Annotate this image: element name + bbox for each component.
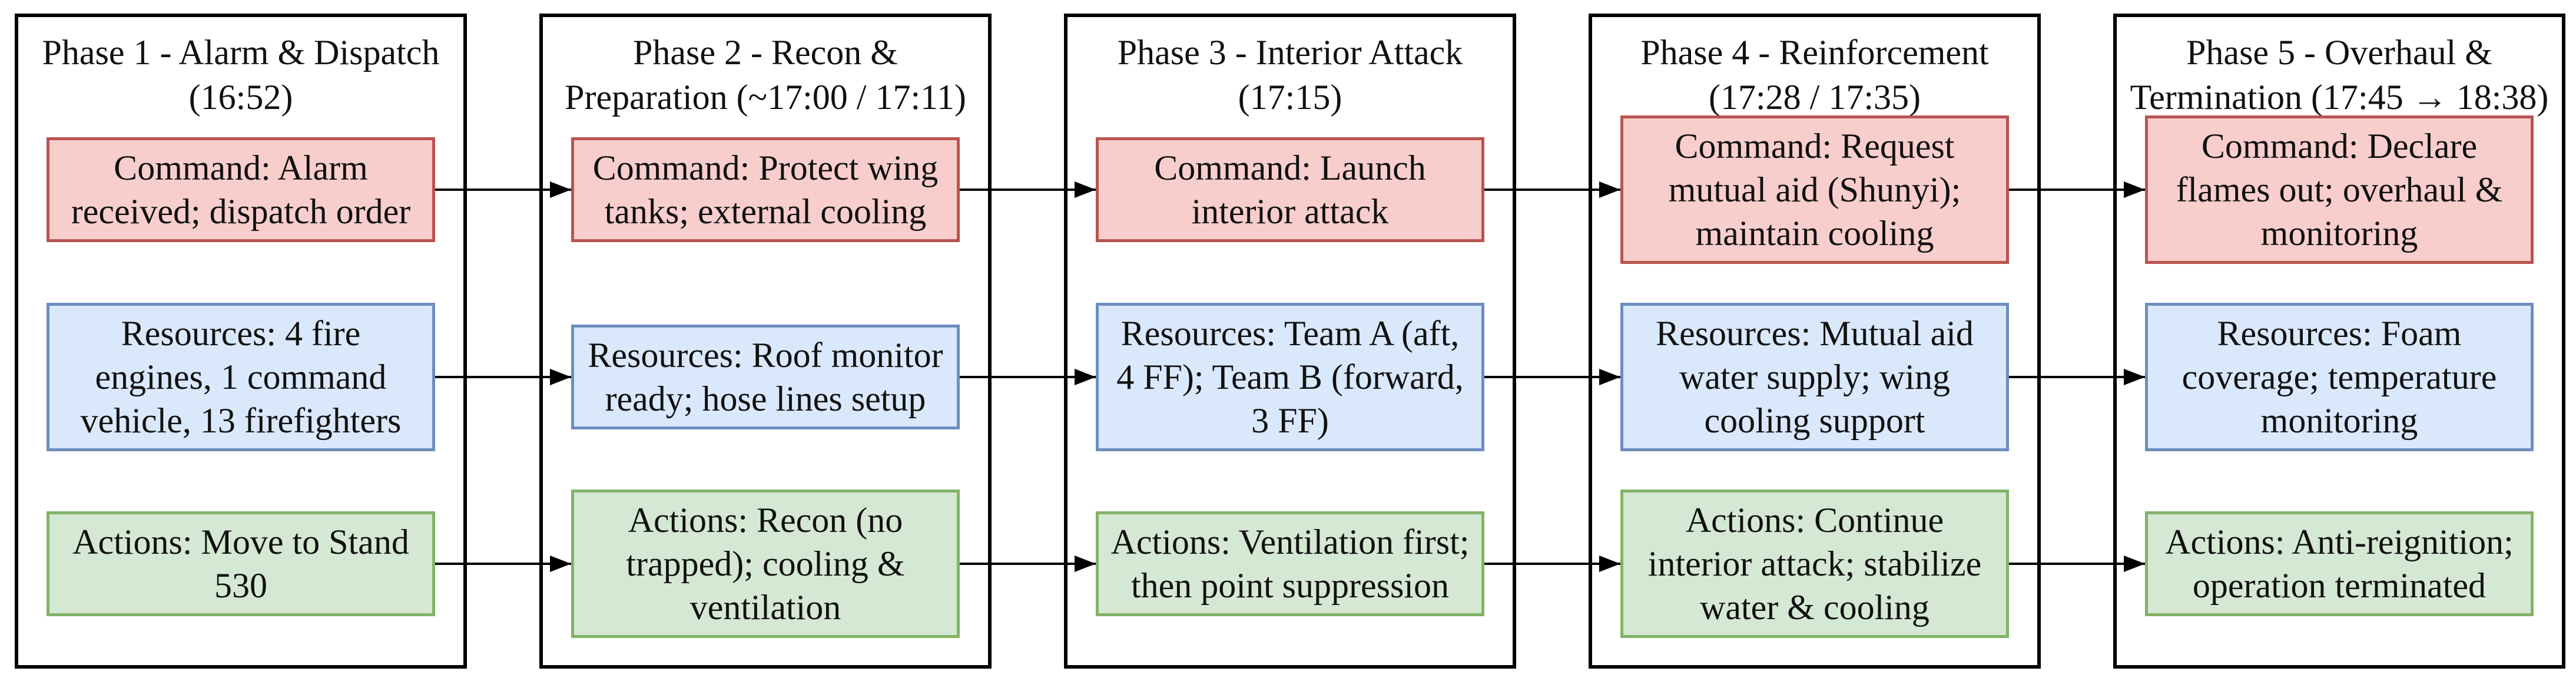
phase-1-title: Phase 1 - Alarm & Dispatch (16:52) (42, 33, 440, 117)
phase-panel-4: Phase 4 - Reinforcement (17:28 / 17:35) … (1589, 14, 2041, 669)
phase-3-title: Phase 3 - Interior Attack (17:15) (1117, 33, 1463, 117)
phase-2-actions-box: Actions: Recon (no trapped); cooling & v… (571, 490, 960, 638)
phase-2-resources-box: Resources: Roof monitor ready; hose line… (571, 325, 960, 429)
phase-panel-5: Phase 5 - Overhaul & Termination (17:45 … (2113, 14, 2565, 669)
phase-1-command-box: Command: Alarm received; dispatch order (47, 137, 435, 242)
phase-3-actions-box: Actions: Ventilation first; then point s… (1096, 511, 1484, 616)
phase-3-command-box: Command: Launch interior attack (1096, 137, 1484, 242)
phase-5-command-box: Command: Declare flames out; overhaul & … (2145, 115, 2534, 264)
phase-4-title: Phase 4 - Reinforcement (17:28 / 17:35) (1640, 33, 1989, 117)
phase-1-resources-box: Resources: 4 fire engines, 1 command veh… (47, 303, 435, 451)
phase-4-actions-box: Actions: Continue interior attack; stabi… (1620, 490, 2009, 638)
phase-2-title: Phase 2 - Recon & Preparation (~17:00 / … (565, 33, 966, 117)
phase-panel-2: Phase 2 - Recon & Preparation (~17:00 / … (539, 14, 992, 669)
phase-5-title: Phase 5 - Overhaul & Termination (17:45 … (2130, 33, 2549, 117)
phase-4-command-box: Command: Request mutual aid (Shunyi); ma… (1620, 115, 2009, 264)
phase-4-resources-box: Resources: Mutual aid water supply; wing… (1620, 303, 2009, 451)
phase-1-actions-box: Actions: Move to Stand 530 (47, 511, 435, 616)
phase-2-command-box: Command: Protect wing tanks; external co… (571, 137, 960, 242)
phase-5-resources-box: Resources: Foam coverage; temperature mo… (2145, 303, 2534, 451)
phase-5-actions-box: Actions: Anti-reignition; operation term… (2145, 511, 2534, 616)
phase-panel-1: Phase 1 - Alarm & Dispatch (16:52) Comma… (15, 14, 467, 669)
phase-3-resources-box: Resources: Team A (aft, 4 FF); Team B (f… (1096, 303, 1484, 451)
phase-panel-3: Phase 3 - Interior Attack (17:15) Comman… (1064, 14, 1516, 669)
